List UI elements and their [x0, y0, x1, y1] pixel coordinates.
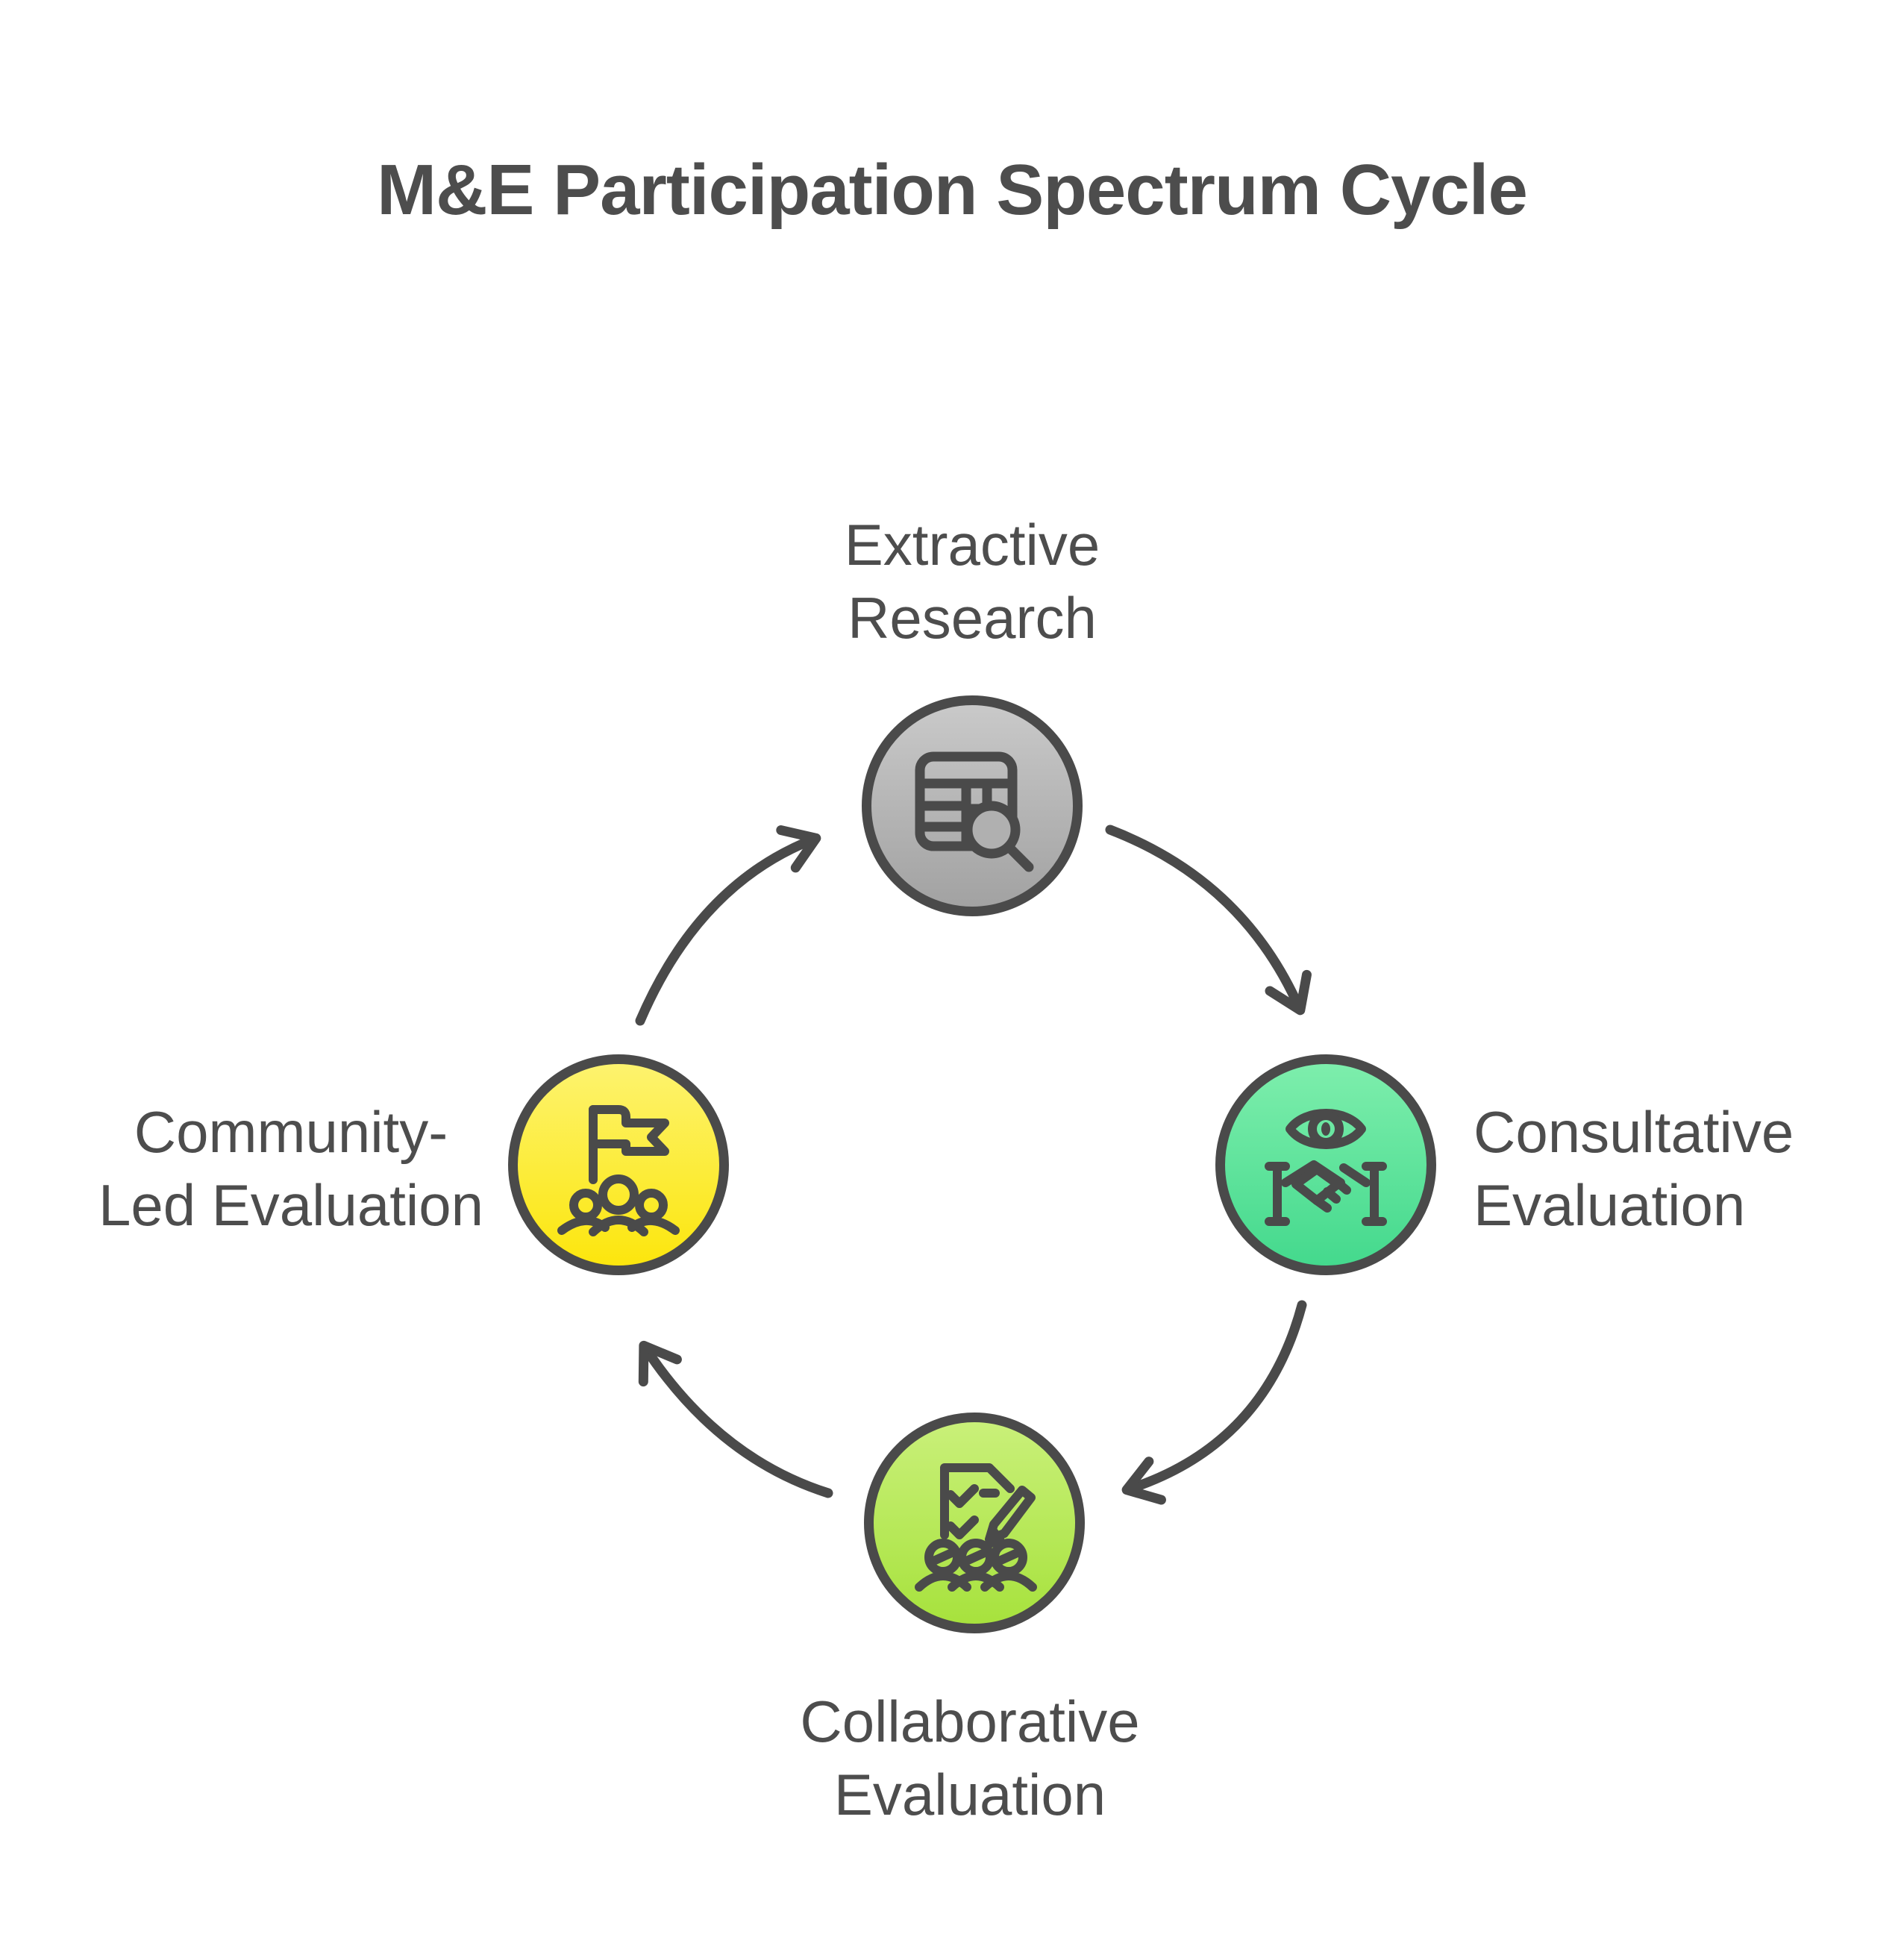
label-extractive-research: Extractive Research [748, 508, 1196, 654]
arrow-right-to-bottom [1121, 1300, 1307, 1505]
arrow-bottom-to-left [638, 1340, 833, 1498]
eye-handshake-icon [1265, 1109, 1387, 1226]
label-community-led-evaluation: Community- Led Evaluation [67, 1095, 515, 1242]
flag-people-icon [557, 1105, 680, 1236]
checklist-people-icon [915, 1463, 1037, 1592]
label-line: Consultative [1474, 1099, 1794, 1165]
label-line: Community- [134, 1099, 448, 1165]
label-line: Evaluation [1474, 1172, 1746, 1238]
diagram-title: M&E Participation Spectrum Cycle [377, 150, 1528, 230]
node-community-led-evaluation [508, 1054, 729, 1275]
node-extractive-research [862, 695, 1083, 916]
arrow-top-to-right [1105, 825, 1312, 1016]
data-table-search-icon [915, 751, 1034, 872]
label-consultative-evaluation: Consultative Evaluation [1474, 1095, 1794, 1242]
label-line: Collaborative [800, 1689, 1140, 1754]
arrow-left-to-top [635, 825, 821, 1026]
label-line: Research [848, 585, 1097, 651]
label-line: Extractive [844, 512, 1100, 578]
node-consultative-evaluation [1215, 1054, 1436, 1275]
label-line: Evaluation [833, 1762, 1106, 1827]
label-collaborative-evaluation: Collaborative Evaluation [709, 1685, 1231, 1831]
label-line: Led Evaluation [98, 1172, 484, 1238]
node-collaborative-evaluation [864, 1413, 1085, 1633]
